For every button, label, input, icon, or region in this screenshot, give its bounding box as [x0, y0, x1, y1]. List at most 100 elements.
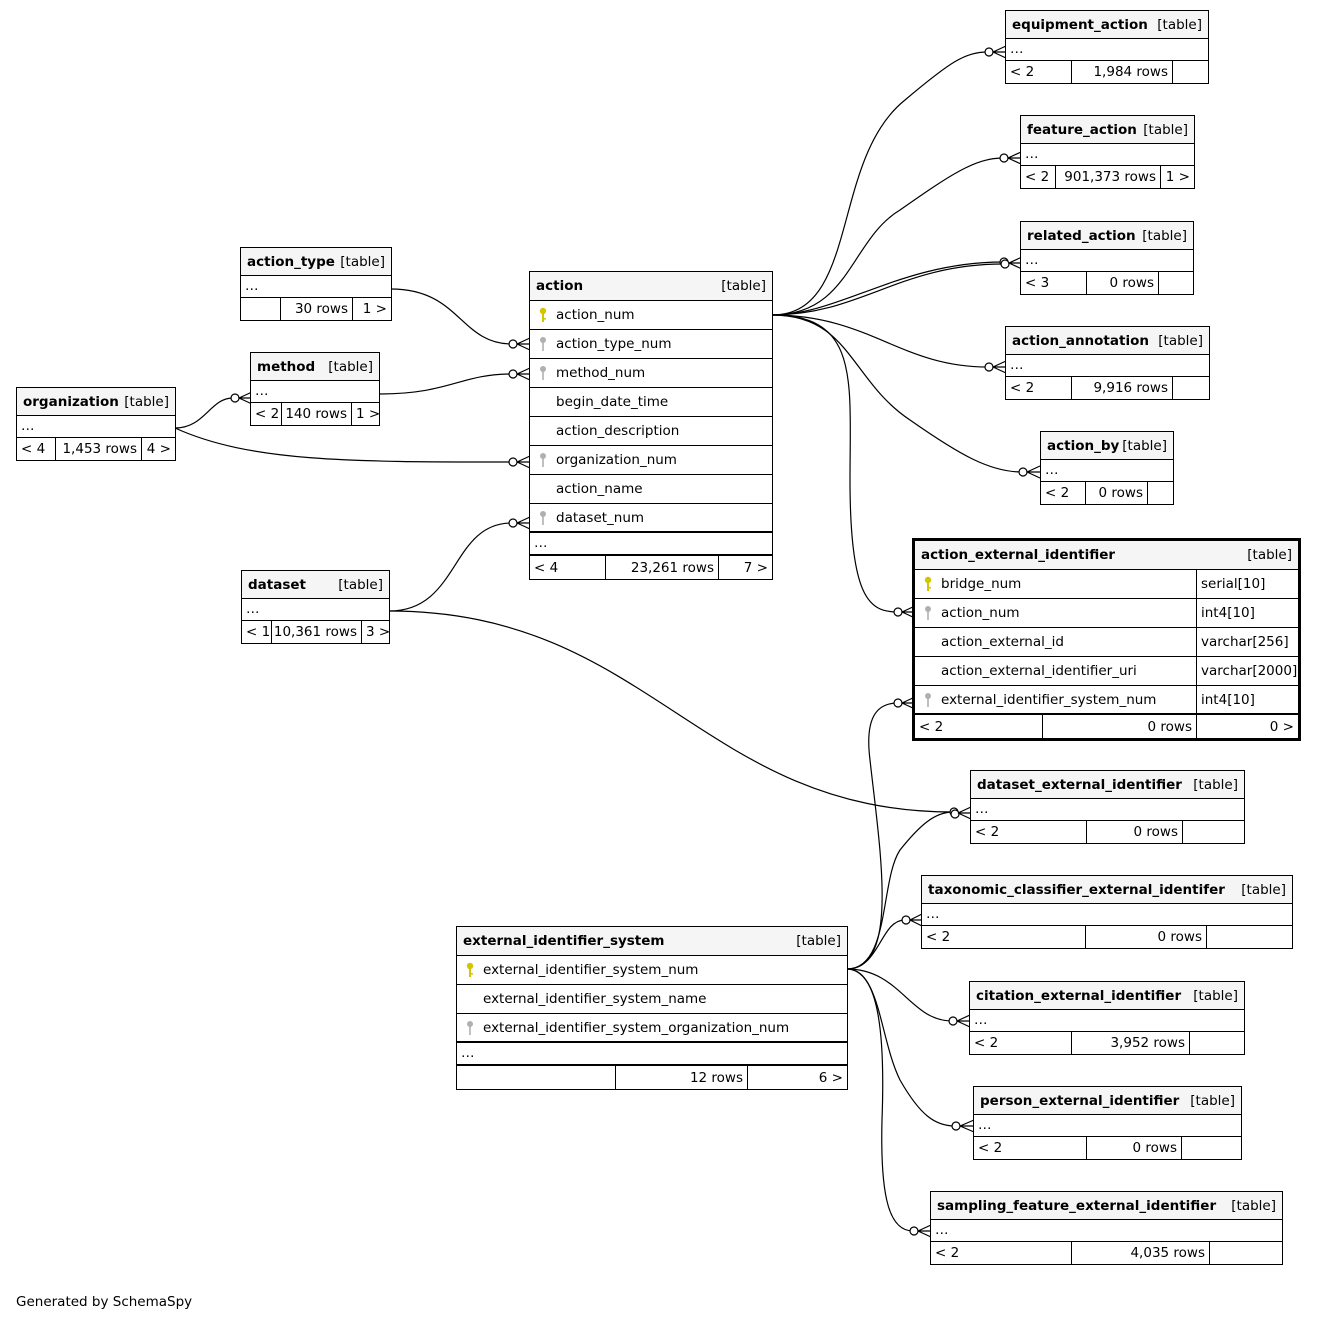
table-name: dataset [248, 576, 306, 593]
parent-count[interactable]: < 4 [17, 438, 56, 460]
primary-key-icon [457, 962, 483, 978]
table-person_external_identifier[interactable]: person_external_identifier[table] … < 2 … [973, 1086, 1242, 1160]
table-action_by[interactable]: action_by[table] … < 2 0 rows [1040, 431, 1174, 505]
table-name: sampling_feature_external_identifier [937, 1197, 1217, 1214]
edge-end-circle [1000, 259, 1010, 269]
parent-count[interactable]: < 2 [1006, 61, 1072, 83]
table-action_external_identifier[interactable]: action_external_identifier[table] bridge… [912, 538, 1301, 741]
table-kind: [table] [338, 576, 383, 593]
child-count[interactable] [1207, 926, 1292, 948]
child-count[interactable] [1159, 272, 1193, 294]
table-name: action_type [247, 253, 335, 270]
table-action_annotation[interactable]: action_annotation[table] … < 2 9,916 row… [1005, 326, 1210, 400]
child-count[interactable]: 1 > [362, 301, 387, 317]
parent-count[interactable] [457, 1066, 616, 1089]
table-feature_action[interactable]: feature_action[table] … < 2 901,373 rows… [1020, 115, 1195, 189]
table-name: dataset_external_identifier [977, 776, 1182, 793]
parent-count[interactable]: < 4 [530, 556, 606, 579]
table-footer: 12 rows 6 > [457, 1066, 847, 1089]
table-footer: < 2 0 rows [1041, 482, 1173, 504]
crows-foot [516, 337, 531, 351]
edge-eis-sampling [846, 968, 914, 1232]
column-row[interactable]: action_external_id varchar[256] [915, 628, 1298, 657]
column-row[interactable]: bridge_num serial[10] [915, 570, 1298, 599]
edge-end-circle [893, 607, 903, 617]
child-count[interactable]: 4 > [146, 441, 171, 457]
parent-count[interactable]: < 2 [251, 403, 282, 425]
table-sampling_feature_external_identifier[interactable]: sampling_feature_external_identifier[tab… [930, 1191, 1283, 1265]
generator-credit: Generated by SchemaSpy [16, 1294, 193, 1310]
column-type: int4[10] [1196, 599, 1298, 627]
column-row[interactable]: method_num [530, 359, 772, 388]
column-row[interactable]: action_type_num [530, 330, 772, 359]
parent-count[interactable]: < 2 [974, 1137, 1087, 1159]
table-equipment_action[interactable]: equipment_action[table] … < 2 1,984 rows [1005, 10, 1209, 84]
parent-count[interactable]: < 2 [931, 1242, 1072, 1264]
row-count: 0 rows [1086, 482, 1148, 504]
column-row[interactable]: external_identifier_system_organization_… [457, 1014, 847, 1043]
parent-count[interactable]: < 3 [1021, 272, 1087, 294]
table-organization[interactable]: organization[table] … < 4 1,453 rows 4 > [16, 387, 176, 461]
table-dataset[interactable]: dataset[table] … < 1 10,361 rows 3 > [241, 570, 390, 644]
child-count[interactable]: 1 > [356, 406, 381, 422]
child-count[interactable] [1173, 377, 1209, 399]
edge-action-action_by [771, 314, 1023, 473]
column-row[interactable]: action_external_identifier_uri varchar[2… [915, 657, 1298, 686]
table-external_identifier_system[interactable]: external_identifier_system[table] extern… [456, 926, 848, 1090]
column-row[interactable]: organization_num [530, 446, 772, 475]
table-kind: [table] [340, 253, 385, 270]
edge-end-circle [508, 518, 518, 528]
child-count[interactable]: 0 > [1269, 718, 1294, 735]
table-name: organization [23, 393, 119, 410]
column-row[interactable]: external_identifier_system_num [457, 956, 847, 985]
row-count: 30 rows [281, 298, 353, 320]
child-count[interactable] [1182, 1137, 1241, 1159]
child-count[interactable] [1190, 1032, 1244, 1054]
column-row[interactable]: dataset_num [530, 504, 772, 533]
parent-count[interactable]: < 2 [971, 821, 1087, 843]
column-name: method_num [556, 365, 646, 381]
child-count[interactable] [1183, 821, 1244, 843]
table-related_action[interactable]: related_action[table] … < 3 0 rows [1020, 221, 1194, 295]
parent-count[interactable]: < 2 [1006, 377, 1072, 399]
column-row[interactable]: begin_date_time [530, 388, 772, 417]
child-count[interactable] [1173, 61, 1208, 83]
parent-count[interactable]: < 2 [1041, 482, 1086, 504]
parent-count[interactable]: < 2 [922, 926, 1086, 948]
table-name: action [536, 278, 584, 294]
column-row[interactable]: action_num int4[10] [915, 599, 1298, 628]
table-taxonomic_classifier_external_identifer[interactable]: taxonomic_classifier_external_identifer[… [921, 875, 1293, 949]
child-count[interactable]: 3 > [366, 624, 391, 640]
crows-foot [959, 1119, 975, 1133]
column-row[interactable]: external_identifier_system_name [457, 985, 847, 1014]
table-kind: [table] [1247, 547, 1292, 563]
parent-count[interactable]: < 2 [915, 715, 1043, 738]
table-dataset_external_identifier[interactable]: dataset_external_identifier[table] … < 2… [970, 770, 1245, 844]
row-count: 9,916 rows [1072, 377, 1173, 399]
table-citation_external_identifier[interactable]: citation_external_identifier[table] … < … [969, 981, 1245, 1055]
table-action_type[interactable]: action_type[table] … 30 rows 1 > [240, 247, 392, 321]
table-kind: [table] [1193, 987, 1238, 1004]
parent-count[interactable]: < 2 [1021, 166, 1056, 188]
child-count[interactable] [1148, 482, 1173, 504]
column-name: action_name [556, 481, 643, 497]
child-count[interactable]: 6 > [818, 1069, 843, 1086]
table-footer: < 4 23,261 rows 7 > [530, 556, 772, 579]
table-action[interactable]: action[table] action_num action_type_num… [529, 271, 773, 580]
column-row[interactable]: action_description [530, 417, 772, 446]
child-count[interactable]: 1 > [1165, 169, 1190, 185]
parent-count[interactable] [241, 298, 281, 320]
edge-eis-taxonomic [846, 919, 906, 970]
child-count[interactable]: 7 > [743, 559, 768, 576]
column-row[interactable]: external_identifier_system_num int4[10] [915, 686, 1298, 715]
column-row[interactable]: action_num [530, 301, 772, 330]
parent-count[interactable]: < 2 [970, 1032, 1072, 1054]
parent-count[interactable]: < 1 [242, 621, 272, 643]
child-count[interactable] [1210, 1242, 1282, 1264]
column-name: organization_num [556, 452, 677, 468]
column-name: action_description [556, 423, 680, 439]
table-method[interactable]: method[table] … < 2 140 rows 1 > [250, 352, 380, 426]
column-row[interactable]: action_name [530, 475, 772, 504]
